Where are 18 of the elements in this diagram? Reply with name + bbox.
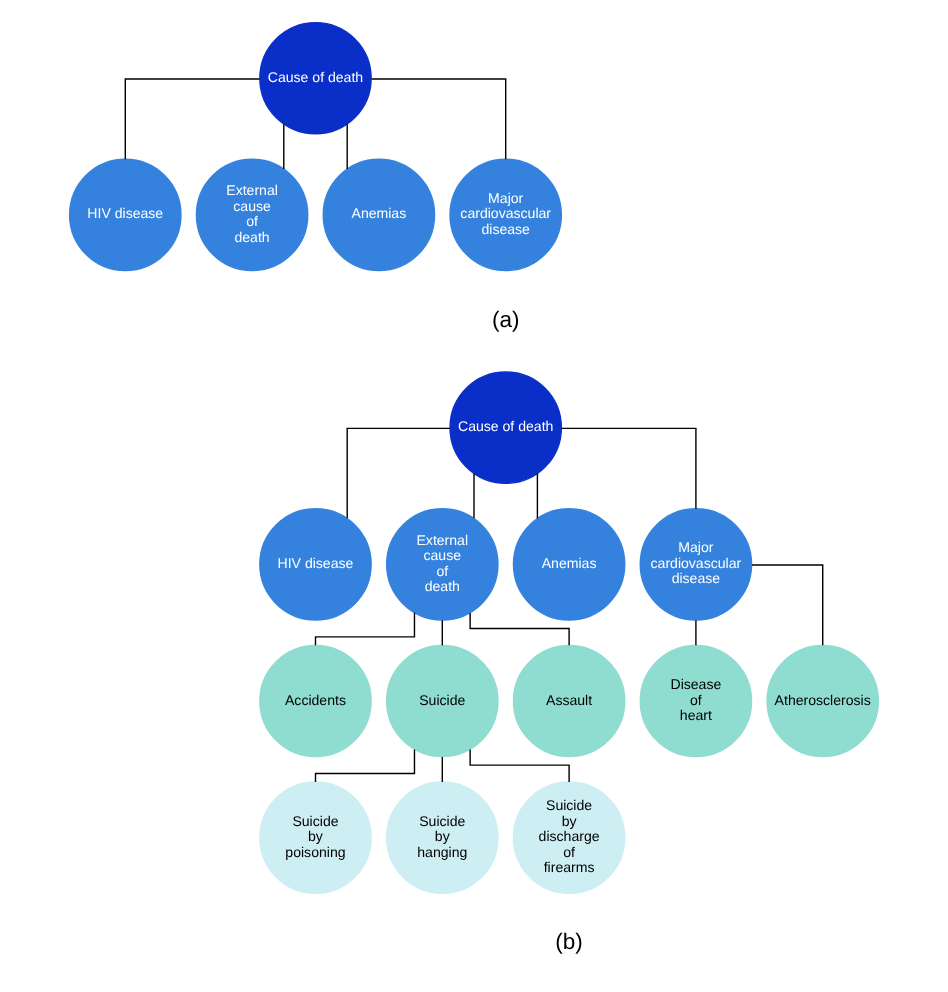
connector	[283, 123, 285, 170]
connector	[124, 78, 261, 160]
label: (a)	[491, 308, 520, 333]
connector	[346, 427, 451, 519]
connector	[751, 564, 824, 646]
connector	[346, 123, 348, 170]
connector	[314, 748, 416, 783]
connector	[561, 427, 697, 510]
connector	[536, 472, 539, 520]
connector	[695, 619, 697, 647]
connector	[441, 619, 443, 647]
connector	[370, 78, 507, 160]
label: (b)	[555, 931, 583, 956]
connector	[469, 612, 570, 646]
connector	[314, 612, 416, 646]
connector	[441, 756, 443, 783]
connector	[469, 748, 570, 783]
connector	[473, 472, 475, 520]
